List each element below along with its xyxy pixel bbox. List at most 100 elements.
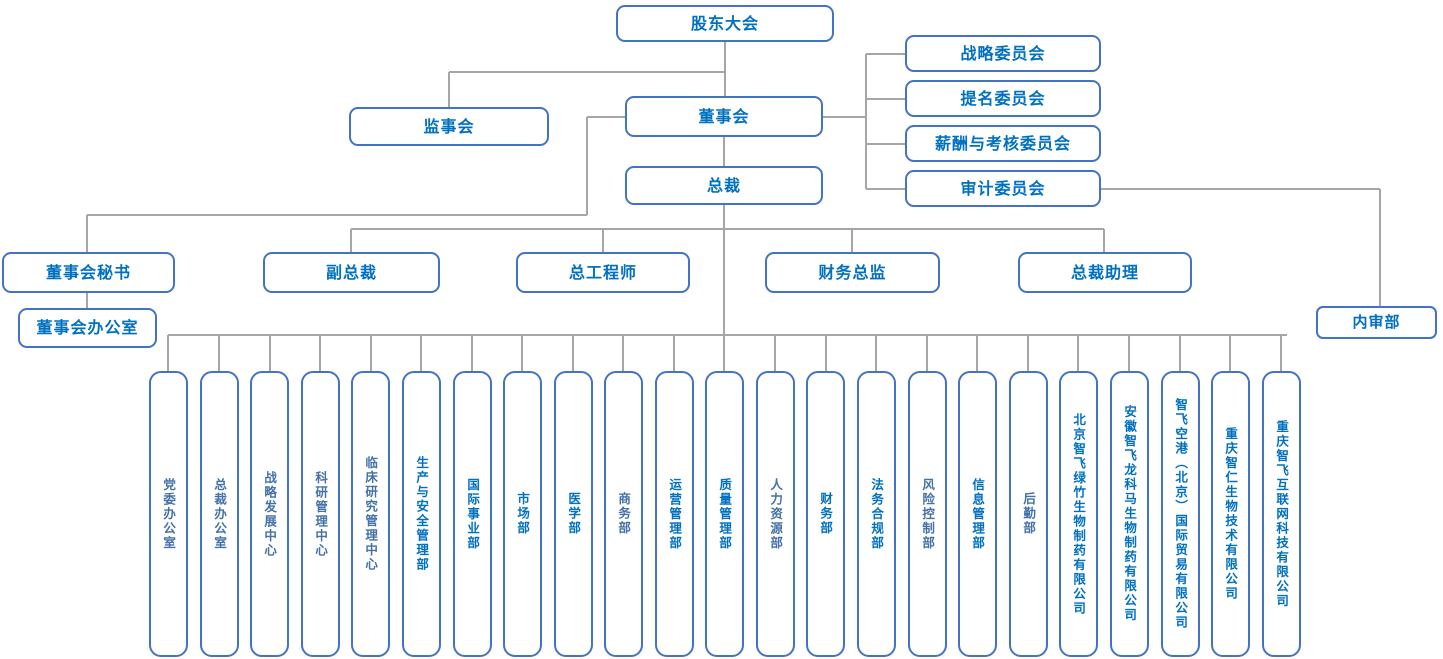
connector-line	[471, 335, 473, 371]
connector-line	[723, 335, 725, 371]
finance-dept-label: 财务部	[818, 492, 834, 536]
audit-committee-label: 审计委员会	[960, 178, 1046, 198]
chongqing-zhiren-biotech-label: 重庆智仁生物技术有限公司	[1223, 427, 1239, 601]
connector-line	[167, 335, 169, 371]
risk-control-dept-label: 风险控制部	[920, 477, 936, 551]
chongqing-zhiren-biotech-box: 重庆智仁生物技术有限公司	[1211, 371, 1250, 657]
strategy-committee-label: 战略委员会	[960, 43, 1046, 63]
connector-line	[1101, 188, 1380, 190]
marketing-dept-label: 市场部	[515, 492, 531, 536]
beijing-zhifei-lvzhu-biopharma-box: 北京智飞绿竹生物制药有限公司	[1059, 371, 1098, 657]
party-committee-office-box: 党委办公室	[149, 371, 188, 657]
connector-line	[1103, 229, 1105, 252]
information-management-dept-label: 信息管理部	[970, 477, 986, 551]
president-box: 总裁	[625, 166, 823, 205]
connector-line	[319, 335, 321, 371]
operations-management-dept-box: 运营管理部	[655, 371, 694, 657]
connector-line	[370, 335, 372, 371]
connector-line	[1229, 335, 1231, 371]
connector-line	[1077, 335, 1079, 371]
connector-line	[866, 53, 905, 55]
cfo-box: 财务总监	[765, 252, 940, 293]
strategic-development-center-box: 战略发展中心	[250, 371, 289, 657]
marketing-dept-box: 市场部	[503, 371, 542, 657]
connector-line	[168, 334, 1287, 336]
strategy-committee-box: 战略委员会	[905, 35, 1101, 72]
zhifei-airport-beijing-intl-trade-box: 智飞空港（北京）国际贸易有限公司	[1161, 371, 1200, 657]
zhifei-airport-beijing-intl-trade-label: 智飞空港（北京）国际贸易有限公司	[1173, 398, 1189, 630]
production-safety-management-dept-box: 生产与安全管理部	[402, 371, 441, 657]
legal-compliance-dept-label: 法务合规部	[869, 477, 885, 551]
human-resources-dept-label: 人力资源部	[768, 477, 784, 551]
connector-line	[86, 293, 88, 308]
internal-audit-dept-label: 内审部	[1352, 313, 1401, 332]
party-committee-office-label: 党委办公室	[161, 477, 177, 551]
connector-line	[1179, 335, 1181, 371]
connector-line	[866, 98, 905, 100]
supervisory-board-label: 监事会	[423, 116, 475, 136]
connector-line	[1379, 189, 1381, 306]
board-secretary-label: 董事会秘书	[45, 262, 131, 282]
research-management-center-box: 科研管理中心	[301, 371, 340, 657]
connector-line	[587, 116, 625, 118]
operations-management-dept-label: 运营管理部	[667, 477, 683, 551]
connector-line	[774, 335, 776, 371]
connector-line	[976, 335, 978, 371]
remuneration-assessment-committee-label: 薪酬与考核委员会	[934, 133, 1071, 153]
connector-line	[351, 228, 1104, 230]
president-assistant-box: 总裁助理	[1018, 252, 1192, 293]
international-business-dept-box: 国际事业部	[453, 371, 492, 657]
connector-line	[866, 143, 905, 145]
connector-line	[269, 335, 271, 371]
connector-line	[865, 54, 867, 189]
president-label: 总裁	[706, 175, 741, 195]
international-business-dept-label: 国际事业部	[465, 477, 481, 551]
connector-line	[926, 335, 928, 371]
risk-control-dept-box: 风险控制部	[908, 371, 947, 657]
connector-line	[823, 116, 866, 118]
quality-management-dept-label: 质量管理部	[717, 477, 733, 551]
connector-line	[586, 117, 588, 215]
vice-president-box: 副总裁	[263, 252, 440, 293]
medical-dept-box: 医学部	[554, 371, 593, 657]
connector-line	[723, 137, 725, 166]
production-safety-management-dept-label: 生产与安全管理部	[414, 456, 430, 572]
human-resources-dept-box: 人力资源部	[756, 371, 795, 657]
remuneration-assessment-committee-box: 薪酬与考核委员会	[905, 125, 1101, 162]
supervisory-board-box: 监事会	[349, 107, 549, 146]
connector-line	[825, 335, 827, 371]
connector-line	[1128, 335, 1130, 371]
shareholders-meeting-box: 股东大会	[616, 5, 834, 42]
legal-compliance-dept-box: 法务合规部	[857, 371, 896, 657]
connector-line	[218, 335, 220, 371]
board-office-label: 董事会办公室	[36, 318, 139, 338]
quality-management-dept-box: 质量管理部	[705, 371, 744, 657]
connector-line	[1280, 335, 1282, 371]
connector-line	[448, 72, 450, 107]
board-of-directors-label: 董事会	[698, 106, 750, 126]
connector-line	[875, 335, 877, 371]
strategic-development-center-label: 战略发展中心	[262, 470, 278, 558]
connector-line	[673, 335, 675, 371]
chief-engineer-box: 总工程师	[516, 252, 690, 293]
president-office-box: 总裁办公室	[200, 371, 239, 657]
connector-line	[420, 335, 422, 371]
logistics-dept-box: 后勤部	[1009, 371, 1048, 657]
nomination-committee-box: 提名委员会	[905, 80, 1101, 117]
commerce-dept-label: 商务部	[616, 492, 632, 536]
commerce-dept-box: 商务部	[604, 371, 643, 657]
connector-line	[622, 335, 624, 371]
shareholders-meeting-label: 股东大会	[690, 13, 759, 33]
clinical-research-management-center-label: 临床研究管理中心	[363, 456, 379, 572]
anhui-zhifei-longcom-biopharma-box: 安徽智飞龙科马生物制药有限公司	[1110, 371, 1149, 657]
connector-line	[521, 335, 523, 371]
chongqing-zhifei-internet-tech-label: 重庆智飞互联网科技有限公司	[1274, 419, 1290, 609]
research-management-center-label: 科研管理中心	[313, 470, 329, 558]
medical-dept-label: 医学部	[566, 492, 582, 536]
nomination-committee-label: 提名委员会	[960, 88, 1046, 108]
audit-committee-box: 审计委员会	[905, 170, 1101, 207]
finance-dept-box: 财务部	[806, 371, 845, 657]
connector-line	[572, 335, 574, 371]
connector-line	[350, 229, 352, 252]
